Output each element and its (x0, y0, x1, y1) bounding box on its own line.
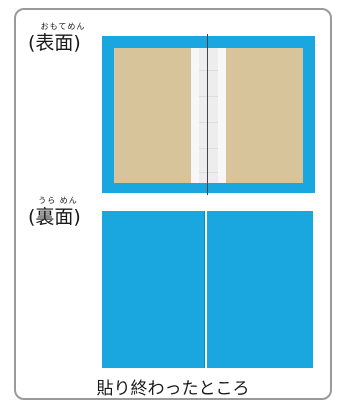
back-label-group: うら めん (裏面) (28, 196, 88, 228)
front-left-page (114, 48, 191, 183)
front-label-group: おもてめん (表面) (28, 22, 98, 54)
back-book-panel (102, 211, 313, 368)
back-label: (裏面) (28, 206, 81, 228)
front-book-panel (102, 34, 315, 195)
front-fold-line (207, 34, 208, 195)
back-fold-shadow (204, 211, 205, 368)
front-right-page (226, 48, 303, 183)
back-ruby: うら めん (38, 196, 78, 205)
front-label: (表面) (28, 32, 81, 54)
back-fold-line (205, 211, 207, 368)
front-ruby: おもてめん (40, 22, 86, 31)
caption: 貼り終わったところ (96, 379, 250, 399)
front-spine-strip (191, 48, 226, 183)
